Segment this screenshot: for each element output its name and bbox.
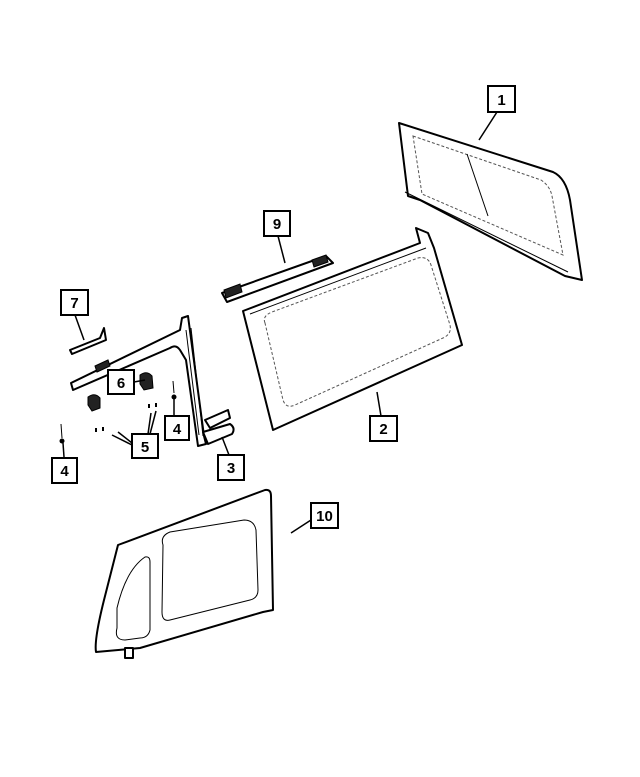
part-9-weatherstrip <box>221 254 334 303</box>
part-6-brackets <box>87 372 154 412</box>
svg-text:2: 2 <box>379 421 387 438</box>
callout-4a: 4 <box>164 415 190 441</box>
part-2-side-window <box>242 227 463 431</box>
part-10-quarter-panel <box>94 488 274 659</box>
svg-text:7: 7 <box>70 295 78 312</box>
callout-1: 1 <box>487 85 516 113</box>
callout-5: 5 <box>131 433 159 459</box>
svg-text:5: 5 <box>141 439 149 456</box>
svg-text:1: 1 <box>497 92 505 109</box>
svg-text:4: 4 <box>60 463 69 480</box>
callout-9: 9 <box>263 210 291 237</box>
callout-3: 3 <box>217 454 245 481</box>
svg-text:6: 6 <box>117 375 125 392</box>
part-1-rear-window <box>398 122 583 281</box>
svg-text:4: 4 <box>173 421 182 438</box>
svg-text:3: 3 <box>227 460 235 477</box>
part-3-frame-pillar <box>70 315 235 447</box>
part-7-trim <box>69 327 107 355</box>
callout-6: 6 <box>107 369 135 395</box>
leader-lines <box>62 111 498 534</box>
callout-4b: 4 <box>51 457 78 484</box>
callout-10: 10 <box>310 502 339 529</box>
svg-text:10: 10 <box>316 508 333 525</box>
svg-text:9: 9 <box>273 216 281 233</box>
clips <box>95 403 157 432</box>
fasteners <box>59 380 177 444</box>
callout-2: 2 <box>369 415 398 442</box>
callout-7: 7 <box>60 289 89 316</box>
